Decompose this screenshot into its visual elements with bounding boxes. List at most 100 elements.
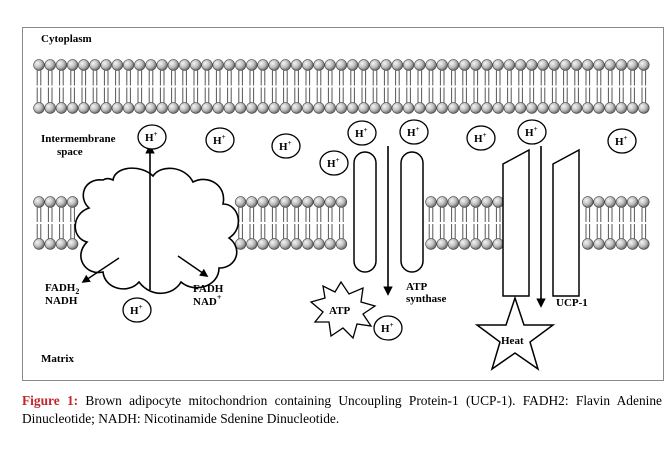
lipid-head xyxy=(492,59,504,71)
lipid-head xyxy=(100,102,112,114)
lipid-head xyxy=(234,102,247,114)
ucp1-channel xyxy=(502,146,580,308)
lipid-head xyxy=(55,59,68,71)
lipid-head xyxy=(548,102,560,114)
lipid-head xyxy=(436,59,448,71)
lipid-head xyxy=(615,238,628,250)
lipid-head xyxy=(335,59,348,71)
lipid-head xyxy=(212,102,224,114)
lipid-head xyxy=(55,238,68,250)
lipid-head xyxy=(302,102,314,114)
lipid-head xyxy=(223,102,236,114)
lipid-head xyxy=(346,59,359,71)
fadh2-label: FADH2 xyxy=(45,282,79,296)
lipid-head xyxy=(44,59,56,71)
proton: H+ xyxy=(319,150,349,176)
lipid-head xyxy=(201,59,213,71)
lipid-head xyxy=(234,59,247,71)
lipid-head xyxy=(346,102,359,114)
lipid-head xyxy=(234,196,247,208)
lipid-head xyxy=(302,59,314,71)
lipid-head xyxy=(66,238,79,250)
lipid-head xyxy=(212,59,224,71)
lipid-head xyxy=(638,59,650,71)
lipid-head xyxy=(391,102,404,114)
matrix-label: Matrix xyxy=(41,353,74,365)
nadh-label: NADH xyxy=(45,295,78,307)
lipid-head xyxy=(66,59,79,71)
lipid-head xyxy=(638,238,650,250)
atp-synthase-subunit-right xyxy=(400,151,424,273)
lipid-head xyxy=(447,59,460,71)
lipid-head xyxy=(335,238,348,250)
lipid-head xyxy=(593,196,605,208)
svg-text:H+: H+ xyxy=(474,131,487,145)
svg-text:H+: H+ xyxy=(381,321,394,335)
lipid-head xyxy=(335,196,348,208)
lipid-head xyxy=(44,102,56,114)
lipid-head xyxy=(33,102,45,114)
lipid-head xyxy=(279,196,292,208)
lipid-head xyxy=(78,59,90,71)
lipid-head xyxy=(190,102,202,114)
lipid-head xyxy=(313,238,325,250)
lipid-head xyxy=(425,59,437,71)
mitochondrion-diagram: Cytoplasm Intermembrane space Matrix FAD… xyxy=(33,33,650,371)
lipid-head xyxy=(89,59,101,71)
lipid-head xyxy=(626,102,639,114)
lipid-head xyxy=(514,59,527,71)
caption-text: Brown adipocyte mitochondrion containing… xyxy=(22,393,662,426)
lipid-head xyxy=(447,196,460,208)
lipid-head xyxy=(402,59,415,71)
lipid-head xyxy=(425,196,437,208)
heat-label: Heat xyxy=(501,335,524,347)
ucp1-label: UCP-1 xyxy=(556,297,588,309)
ucp1-subunit-right xyxy=(552,148,580,297)
svg-text:H+: H+ xyxy=(407,125,420,139)
lipid-head xyxy=(122,59,135,71)
lipid-head xyxy=(279,59,292,71)
lipid-head xyxy=(470,102,482,114)
lipid-head xyxy=(402,102,415,114)
lipid-head xyxy=(89,102,101,114)
lipid-head xyxy=(369,59,381,71)
lipid-head xyxy=(279,102,292,114)
lipid-head xyxy=(78,102,90,114)
lipid-head xyxy=(268,102,280,114)
lipid-head xyxy=(369,102,381,114)
lipid-head xyxy=(313,102,325,114)
lipid-head xyxy=(615,102,628,114)
fadh2-subscript: 2 xyxy=(75,287,79,296)
intermembrane-label-line2: space xyxy=(57,146,83,158)
lipid-head xyxy=(324,238,336,250)
lipid-head xyxy=(514,102,527,114)
atp-burst: ATP xyxy=(309,280,377,340)
lipid-head xyxy=(570,102,583,114)
etc-nad-arrow xyxy=(177,255,209,277)
lipid-head xyxy=(290,238,303,250)
atp-label: ATP xyxy=(329,305,350,317)
figure-caption: Figure 1: Brown adipocyte mitochondrion … xyxy=(22,392,662,427)
lipid-head xyxy=(358,59,370,71)
atp-synthase xyxy=(353,146,424,296)
proton: H+ xyxy=(466,125,496,151)
lipid-head xyxy=(582,238,594,250)
svg-text:H+: H+ xyxy=(213,133,226,147)
lipid-head xyxy=(134,102,146,114)
svg-text:H+: H+ xyxy=(525,125,538,139)
lipid-head xyxy=(559,102,572,114)
lipid-head xyxy=(436,196,448,208)
lipid-head xyxy=(582,102,594,114)
lipid-head xyxy=(246,102,258,114)
lipid-head xyxy=(33,59,45,71)
proton: H+ xyxy=(373,315,403,341)
nad-label: NAD+ xyxy=(193,293,222,308)
lipid-head xyxy=(425,102,437,114)
proton: H+ xyxy=(205,127,235,153)
lipid-head xyxy=(503,59,516,71)
lipid-head xyxy=(268,238,280,250)
lipid-head xyxy=(492,196,504,208)
lipid-head xyxy=(481,196,493,208)
lipid-head xyxy=(257,238,269,250)
lipid-head xyxy=(458,196,471,208)
